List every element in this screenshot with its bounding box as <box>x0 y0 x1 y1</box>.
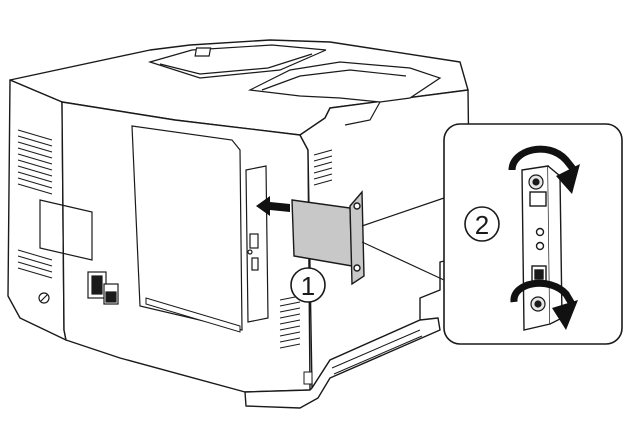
base-details <box>145 297 423 385</box>
step-2-label: 2 <box>475 210 489 240</box>
circled-number-icon <box>290 267 326 303</box>
power-inlet <box>87 271 107 299</box>
rear-label-plate <box>39 199 93 261</box>
printer-left-face <box>7 79 67 341</box>
security-slot <box>38 292 50 304</box>
callout-line <box>361 197 445 281</box>
rear-access-panel <box>131 125 243 331</box>
power-switch <box>103 283 119 305</box>
screw-top <box>528 174 544 190</box>
arrow-left-icon <box>256 196 290 216</box>
step-1-marker: 1 <box>290 267 326 303</box>
circled-number-icon <box>464 206 500 242</box>
interface-slot <box>245 165 269 323</box>
interface-card <box>291 190 365 286</box>
curved-arrow-clockwise-icon <box>508 145 580 194</box>
rear-vent-grille <box>17 129 53 279</box>
detail-panel: 2 <box>443 123 623 345</box>
card-bracket-detail <box>521 165 563 331</box>
top-cover <box>247 61 442 126</box>
side-vent-grille <box>279 149 333 349</box>
screw-bottom <box>530 296 546 312</box>
step-1-label: 1 <box>301 271 315 301</box>
step-2-marker: 2 <box>464 206 500 242</box>
curved-arrow-clockwise-icon <box>510 279 578 330</box>
output-tray <box>147 44 327 79</box>
printer-rear-face <box>61 101 311 393</box>
